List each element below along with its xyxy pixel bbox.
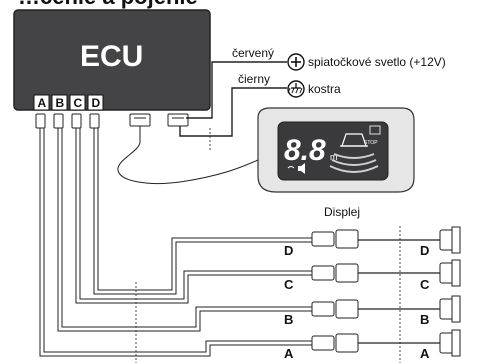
- sensor-row-b: [311, 295, 461, 323]
- wave-icon: [287, 166, 295, 169]
- sensor-label-right-d: D: [420, 243, 429, 258]
- ecu-port-a: A: [33, 94, 50, 111]
- sensor-wire-d2: [97, 128, 320, 291]
- svg-text:C: C: [74, 96, 83, 110]
- ecu-port-b: B: [51, 94, 68, 111]
- sensor-wire-c2: [79, 128, 320, 300]
- speaker-icon: [298, 163, 305, 174]
- display-unit: 8.8 m STOP: [257, 107, 415, 193]
- sensor-label-left-a: A: [284, 346, 294, 361]
- sensor-row-a: [311, 329, 461, 357]
- red-target-label: spiatočkové svetlo (+12V): [308, 55, 446, 69]
- black-target-label: kostra: [308, 82, 341, 96]
- ground-circle-icon: [287, 80, 305, 98]
- ecu-port-c: C: [69, 94, 86, 111]
- svg-text:B: B: [56, 96, 65, 110]
- display-hatch-icon: [369, 125, 381, 135]
- black-wire: [179, 87, 287, 137]
- sensor-wire-b2: [61, 128, 320, 328]
- port-plugs: [35, 113, 100, 129]
- ecu-side-connectors: [129, 113, 189, 127]
- sensor-label-left-b: B: [284, 312, 293, 327]
- svg-text:D: D: [92, 96, 101, 110]
- sensor-label-right-b: B: [420, 312, 429, 327]
- ecu-port-d: D: [87, 94, 104, 111]
- sensor-label-right-c: C: [420, 277, 430, 292]
- car-icon: [340, 133, 368, 147]
- red-wire: [186, 61, 287, 119]
- sensor-wire-b: [57, 128, 320, 332]
- sensor-wire-c: [75, 128, 320, 304]
- sensor-label-left-d: D: [284, 243, 293, 258]
- ecu-unit: ECU: [13, 9, 211, 111]
- sensor-wire-a2: [43, 128, 320, 353]
- sensor-row-d: [311, 226, 461, 254]
- sensor-label-right-a: A: [420, 346, 430, 361]
- black-wire-label: čierny: [238, 72, 270, 86]
- svg-text:A: A: [38, 96, 47, 110]
- display-label: Displej: [324, 205, 360, 219]
- plus-circle-icon: [287, 53, 305, 71]
- ecu-title: ECU: [80, 40, 143, 73]
- page-heading: …čenie a pojenie: [18, 0, 198, 9]
- sensor-wire-d: [93, 128, 320, 295]
- display-stop-text: STOP: [364, 140, 378, 146]
- sensor-row-c: [311, 259, 461, 287]
- display-digits: 8.8: [284, 134, 326, 167]
- red-wire-label: červený: [232, 46, 274, 60]
- display-cable: [117, 126, 259, 184]
- distance-arc-icon: [329, 153, 379, 173]
- sensor-wire-a: [39, 128, 320, 357]
- sensor-label-left-c: C: [284, 277, 294, 292]
- display-unit-label: m: [330, 152, 338, 162]
